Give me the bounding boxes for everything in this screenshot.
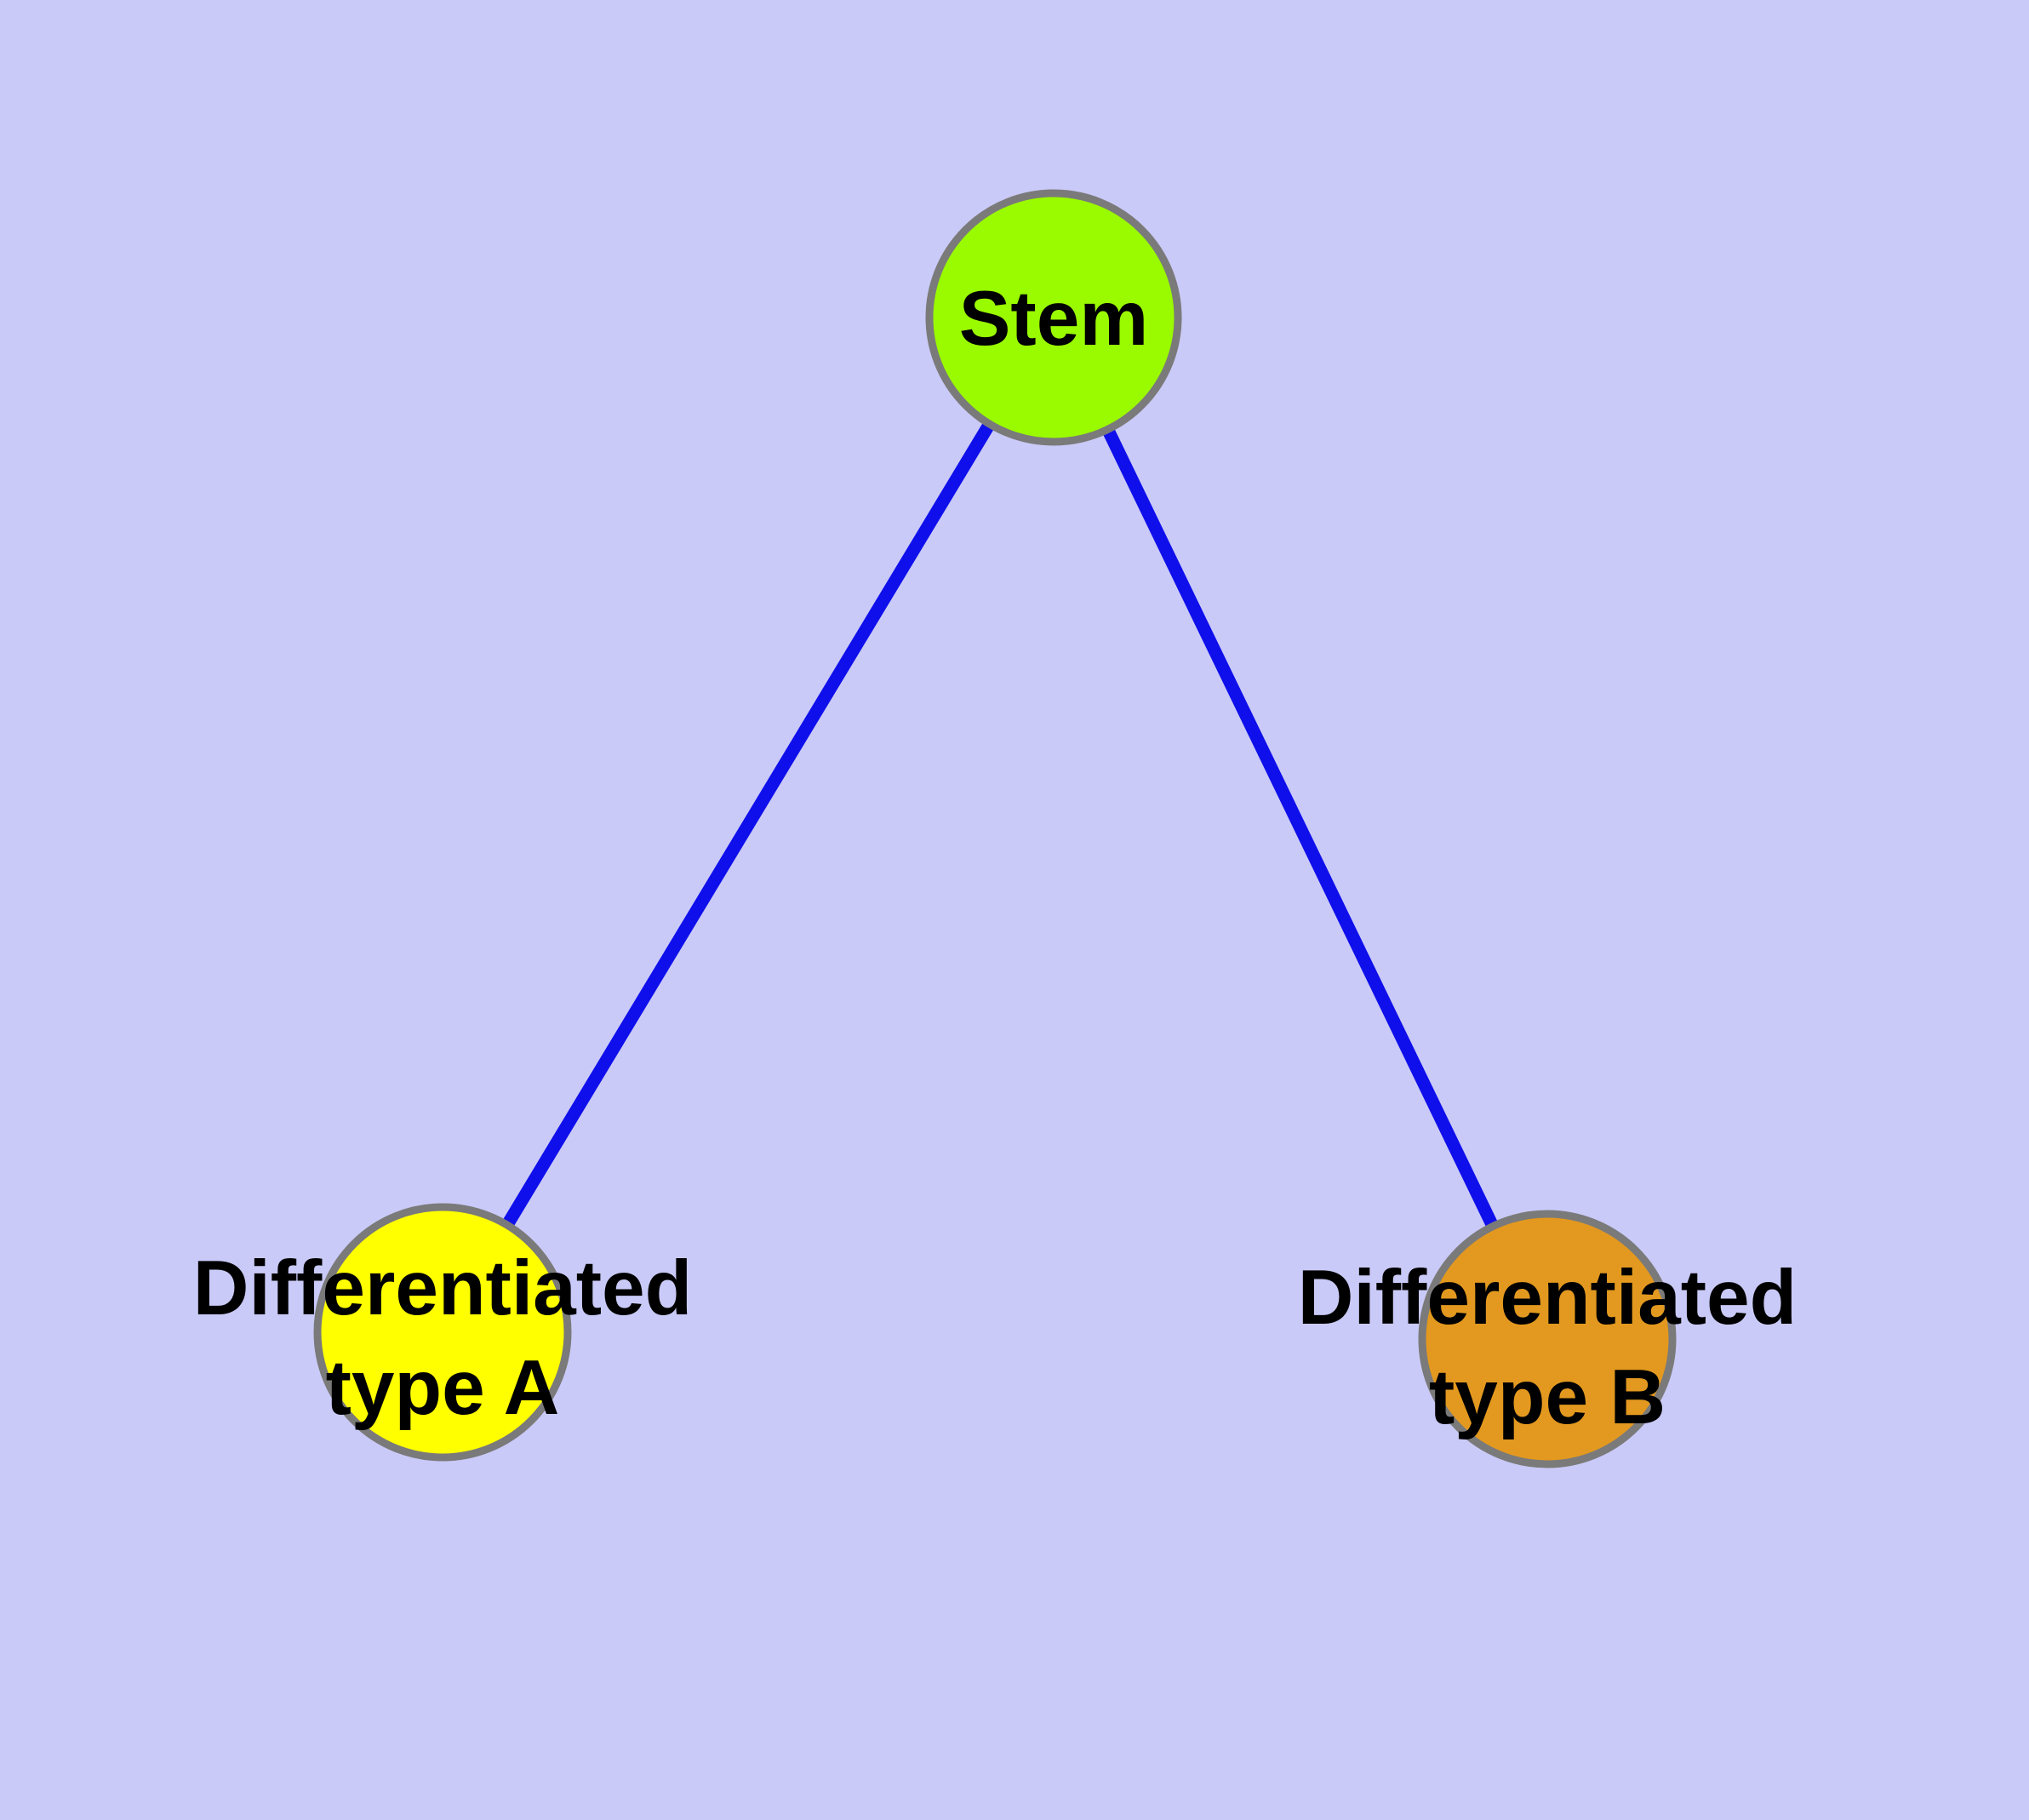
node-type-a-label-line1: Differentiated — [193, 1245, 693, 1331]
node-type-a: Differentiated type A — [193, 1203, 693, 1462]
edge-group — [437, 314, 1553, 1342]
node-type-b-circle — [1418, 1210, 1677, 1468]
node-type-a-label-line2: type A — [326, 1345, 560, 1431]
node-type-a-circle — [313, 1203, 572, 1462]
node-type-b: Differentiated type B — [1298, 1210, 1798, 1468]
node-type-b-label-line2: type B — [1429, 1354, 1666, 1440]
node-stem: Stem — [925, 189, 1182, 446]
edge-stem-to-type-b — [1048, 314, 1553, 1342]
node-type-b-label-line1: Differentiated — [1298, 1255, 1798, 1341]
node-stem-circle — [925, 189, 1182, 446]
edge-stem-to-type-a — [437, 314, 1060, 1336]
node-stem-label: Stem — [959, 276, 1149, 362]
